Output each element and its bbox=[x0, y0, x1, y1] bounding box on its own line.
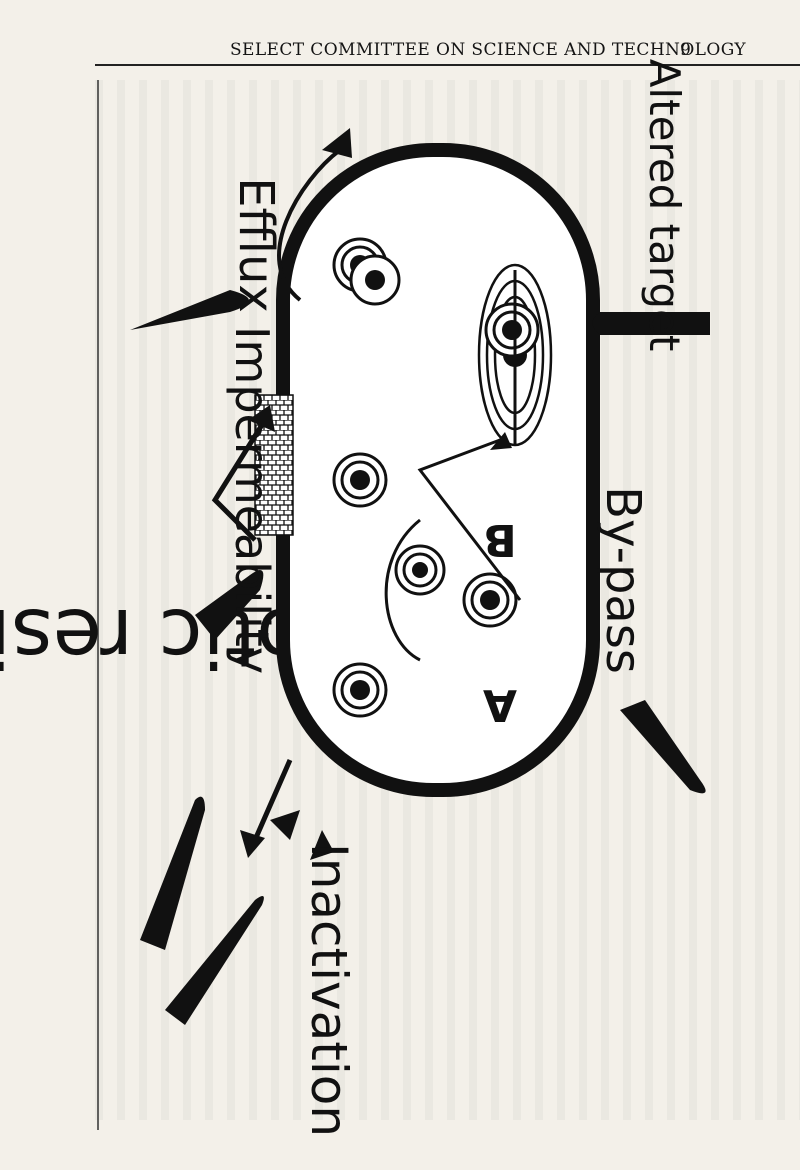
header-rule bbox=[95, 64, 800, 66]
antibiotic-bullet-bypass bbox=[620, 700, 706, 794]
antibiotic-bullet-inactivation-2 bbox=[165, 896, 264, 1025]
bypass-arc bbox=[384, 518, 421, 662]
antibiotic-bullet-efflux bbox=[130, 290, 249, 330]
efflux-arrow bbox=[277, 148, 342, 302]
porin-mesh bbox=[254, 394, 294, 536]
impermeability-arrowhead bbox=[248, 405, 275, 432]
page-header: SELECT COMMITTEE ON SCIENCE AND TECHNOLO… bbox=[0, 0, 800, 80]
pathway-arrow-a-to-b bbox=[417, 438, 522, 601]
antibiotic-bullet-impermeability bbox=[195, 570, 264, 640]
label-altered-target: Altered target bbox=[640, 59, 689, 352]
antibiotic-molecule-5 bbox=[462, 572, 518, 628]
label-by-pass: By-pass bbox=[595, 486, 651, 674]
antibiotic-bullet-altered-target bbox=[592, 312, 710, 335]
inactivation-arrowhead bbox=[240, 830, 265, 858]
antibiotic-molecule-2 bbox=[332, 452, 388, 508]
running-title: SELECT COMMITTEE ON SCIENCE AND TECHNOLO… bbox=[230, 40, 746, 60]
label-inactivation: Inactivation bbox=[300, 843, 358, 1137]
antibiotic-fragment-2 bbox=[310, 830, 334, 860]
page-number: 9 bbox=[680, 40, 691, 60]
antibiotic-molecule-4 bbox=[394, 544, 446, 596]
bacterial-cell bbox=[276, 143, 600, 797]
pathway-label-b: B bbox=[483, 514, 517, 565]
efflux-pump-molecule bbox=[349, 254, 401, 306]
impermeability-arrow bbox=[211, 418, 268, 542]
antibiotic-fragment bbox=[270, 810, 300, 840]
antibiotic-molecule-3 bbox=[332, 662, 388, 718]
antibiotic-bullet-inactivation bbox=[140, 796, 205, 950]
inactivation-arrow bbox=[252, 758, 293, 842]
label-efflux: Efflux bbox=[228, 177, 284, 313]
bound-antibiotic-molecule bbox=[484, 302, 540, 358]
efflux-arrowhead bbox=[322, 128, 352, 158]
label-impermeability: Impermeability bbox=[225, 326, 279, 674]
pathway-arrowhead-b bbox=[490, 432, 512, 450]
pathway-label-a: A bbox=[483, 679, 517, 730]
